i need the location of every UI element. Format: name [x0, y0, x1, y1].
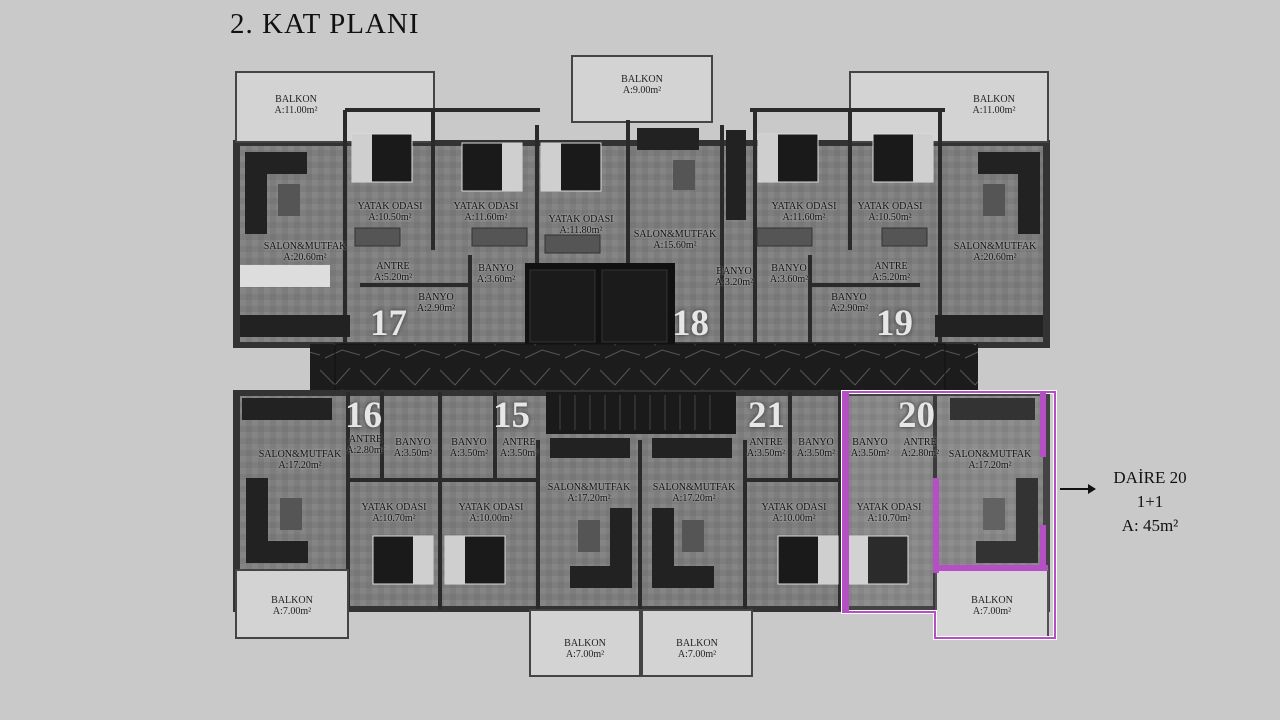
balcony-top-right — [849, 71, 1049, 143]
unit-number-19[interactable]: 19 — [876, 303, 913, 344]
balcony-bottom-center-right — [641, 609, 753, 677]
unit-number-17[interactable]: 17 — [370, 303, 407, 344]
legend-unit: DAİRE 20 — [1113, 468, 1187, 487]
unit-number-20[interactable]: 20 — [898, 395, 935, 436]
unit-number-16[interactable]: 16 — [345, 395, 382, 436]
legend-area: A: 45m² — [1121, 516, 1179, 535]
arrow-right-icon — [1060, 484, 1096, 494]
staircase — [546, 392, 736, 434]
page-title: 2. KAT PLANI — [230, 8, 420, 40]
top-block — [233, 55, 1050, 348]
balcony-bottom-far-left — [235, 569, 349, 639]
balcony-top-center — [571, 55, 713, 123]
legend-type: 1+1 — [1136, 492, 1164, 511]
unit-number-21[interactable]: 21 — [748, 395, 785, 436]
balcony-top-left — [235, 71, 435, 143]
bottom-block — [233, 390, 1050, 677]
unit-number-15[interactable]: 15 — [493, 395, 530, 436]
balcony-bottom-center-left — [529, 609, 641, 677]
unit-number-18[interactable]: 18 — [672, 303, 709, 344]
